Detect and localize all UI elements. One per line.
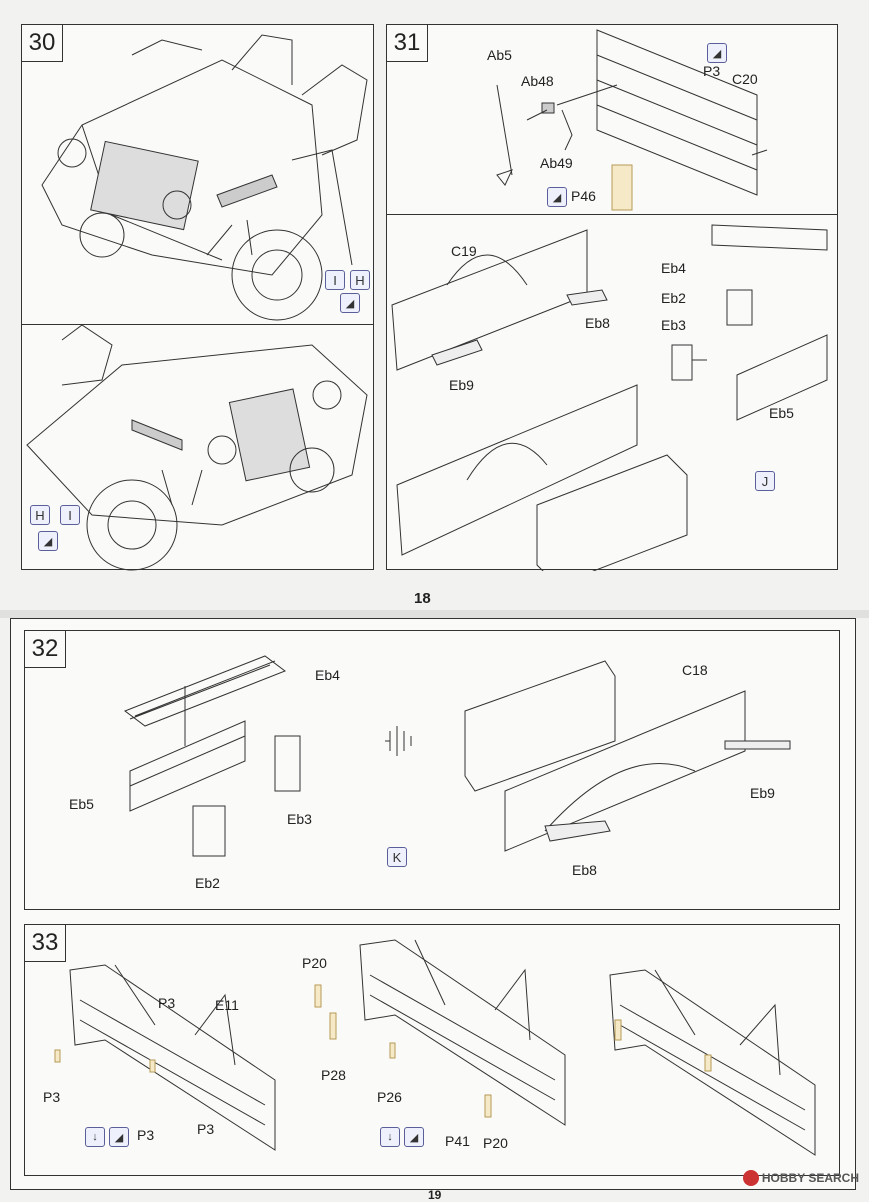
part-label-p3: P3 [43,1089,61,1105]
step-33-drawing [54,939,816,1156]
part-label-eb3: Eb3 [287,811,312,827]
step-30-divider [22,324,373,325]
part-label-p20: P20 [483,1135,508,1151]
etch-knife-icon: ◢ [404,1127,424,1147]
part-label-e11: E11 [215,997,239,1013]
part-label-eb9: Eb9 [750,785,775,801]
part-label-ab49: Ab49 [540,155,573,171]
part-label-eb4: Eb4 [661,260,686,276]
step-32-drawing [123,655,791,857]
etch-knife-icon: ◢ [340,293,360,313]
part-label-p28: P28 [321,1067,346,1083]
part-label-eb5: Eb5 [69,796,94,812]
etch-knife-icon: ◢ [38,531,58,551]
part-label-p26: P26 [377,1089,402,1105]
part-label-p20: P20 [302,955,327,971]
assembly-tag-k: K [387,847,407,867]
assembly-tag-i: I [325,270,345,290]
etch-knife-icon: ◢ [109,1127,129,1147]
etch-knife-icon: ◢ [707,43,727,63]
step-32-panel: 32 Eb4 Eb5 Eb3 Eb2 C18 Eb9 Eb8 K [24,630,840,910]
assembly-tag-h-lower: H [30,505,50,525]
part-label-eb5: Eb5 [769,405,794,421]
step-32-number: 32 [25,631,66,668]
hobby-search-logo-icon [742,1170,759,1186]
part-label-eb9: Eb9 [449,377,474,393]
part-label-eb8: Eb8 [585,315,610,331]
part-label-ab5: Ab5 [487,47,512,63]
part-label-eb4: Eb4 [315,667,340,683]
part-label-p3: P3 [158,995,176,1011]
part-label-eb2: Eb2 [195,875,220,891]
step-30-number: 30 [22,25,63,62]
part-label-c20: C20 [732,71,758,87]
step-31-drawing [391,29,828,571]
step-31-number: 31 [387,25,428,62]
assembly-tag-i-lower: I [60,505,80,525]
step-30-drawing [26,34,368,571]
assembly-tag-h: H [350,270,370,290]
page-gap [0,610,869,618]
page-number-18: 18 [414,590,431,607]
fold-down-icon: ↓ [380,1127,400,1147]
step-31-panel: 31 Ab5 Ab48 [386,24,838,571]
step-33-panel: 33 P3 E11 P3 P3 P3 P20 P28 P26 [24,924,840,1176]
step-31-divider [387,214,837,215]
part-label-eb2: Eb2 [661,290,686,306]
step-30-panel: 30 [21,24,374,571]
part-label-p46: P46 [571,188,596,204]
page-number-19: 19 [428,1188,442,1202]
part-label-eb3: Eb3 [661,317,686,333]
part-label-p3: P3 [703,63,721,79]
part-label-ab48: Ab48 [521,73,554,89]
watermark-text: HOBBY SEARCH [761,1171,859,1185]
part-label-c19: C19 [451,243,477,259]
part-label-c18: C18 [682,662,708,678]
etch-knife-icon: ◢ [547,187,567,207]
part-label-eb8: Eb8 [572,862,597,878]
fold-down-icon: ↓ [85,1127,105,1147]
part-label-p3: P3 [197,1121,215,1137]
assembly-tag-j: J [755,471,775,491]
watermark: HOBBY SEARCH [742,1170,859,1186]
part-label-p41: P41 [445,1133,470,1149]
part-label-p3: P3 [137,1127,155,1143]
step-33-number: 33 [25,925,66,962]
